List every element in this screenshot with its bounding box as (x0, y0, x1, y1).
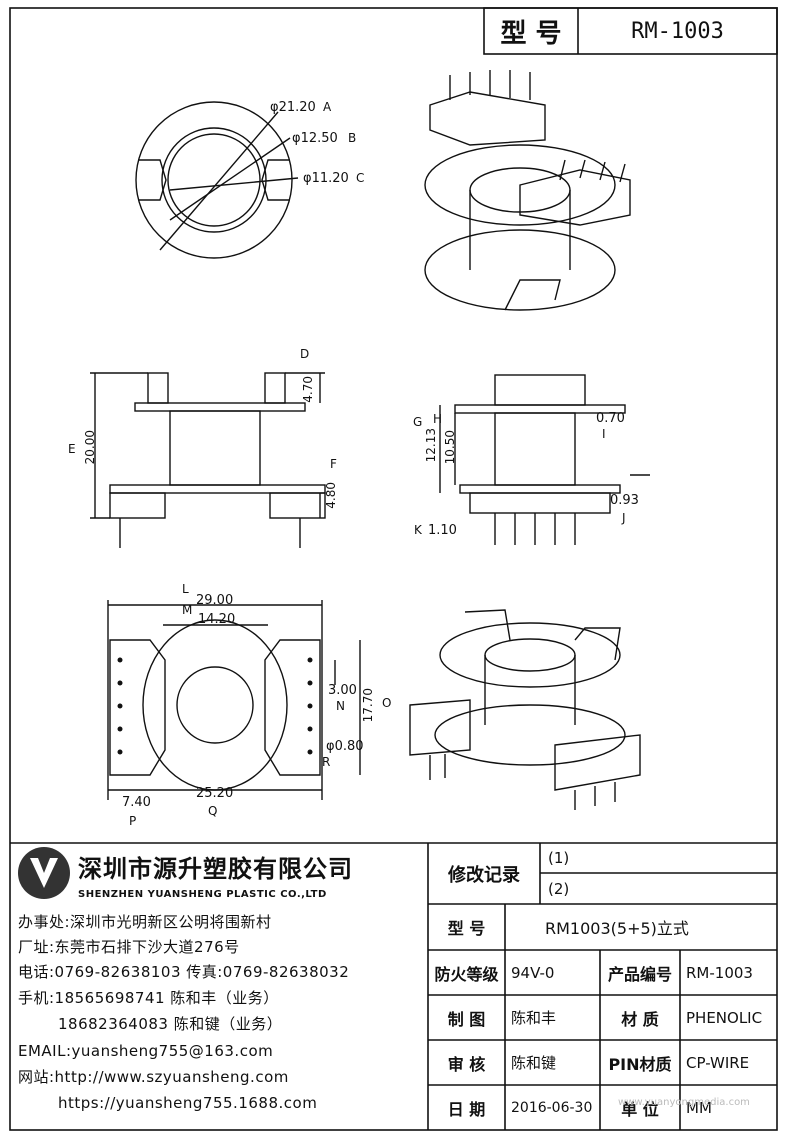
revision-row-2: (2) (548, 879, 570, 898)
revision-row-1: (1) (548, 849, 570, 867)
dim-r: φ0.80 (326, 739, 364, 754)
spec-material-value: PHENOLIC (686, 1008, 763, 1027)
dim-c: φ11.20 (303, 171, 349, 186)
spec-drawn-value: 陈和丰 (511, 1009, 557, 1027)
company-line-5: 18682364083 陈和键（业务） (58, 1015, 283, 1033)
marker-l: L (182, 582, 189, 596)
marker-q: Q (208, 804, 218, 818)
dim-m: 14.20 (198, 612, 236, 627)
marker-p: P (129, 814, 137, 828)
title-block-box (483, 7, 778, 55)
spec-date-value: 2016-06-30 (511, 1099, 593, 1116)
marker-e: E (68, 442, 76, 456)
marker-h: H (433, 412, 443, 426)
spec-pin-value: CP-WIRE (686, 1053, 750, 1072)
side-view-drawing (439, 374, 650, 545)
marker-m: M (182, 603, 193, 617)
spec-checked-value: 陈和键 (511, 1054, 557, 1072)
spec-fire-label: 防火等级 (434, 964, 499, 984)
marker-r: R (322, 755, 331, 769)
sheet-border (9, 7, 778, 1131)
dim-n: 3.00 (328, 683, 357, 698)
company-line-4: 手机:18565698741 陈和丰（业务） (18, 989, 279, 1007)
spec-product-no-label: 产品编号 (607, 964, 672, 984)
bottom-view-pin-dots (117, 657, 313, 755)
marker-d: D (300, 347, 310, 361)
marker-f: F (330, 457, 337, 471)
dim-k: 1.10 (428, 523, 457, 538)
bottom-view-drawing (107, 600, 361, 800)
top-view-drawing (135, 101, 299, 259)
spec-model-value: RM1003(5+5)立式 (545, 919, 689, 938)
front-view-drawing (90, 372, 326, 548)
company-name-cn: 深圳市源升塑胶有限公司 (78, 855, 353, 883)
marker-o: O (382, 696, 392, 710)
spec-unit-label: 单 位 (621, 1099, 659, 1119)
iso-view-bottom (409, 609, 641, 810)
company-line-7: 网站:http://www.szyuansheng.com (18, 1068, 289, 1086)
dim-f: 4.80 (324, 482, 338, 509)
dim-a: φ21.20 (270, 100, 316, 115)
marker-c: C (356, 171, 365, 185)
marker-i: I (602, 427, 606, 441)
dim-o: 17.70 (361, 688, 375, 723)
company-line-3: 电话:0769-82638103 传真:0769-82638032 (18, 963, 350, 981)
marker-k: K (414, 523, 422, 537)
dim-j: 0.93 (610, 493, 639, 508)
company-line-1: 办事处:深圳市光明新区公明将围新村 (18, 913, 272, 931)
spec-pin-label: PIN材质 (608, 1054, 672, 1074)
dim-p: 7.40 (122, 795, 151, 810)
company-line-2: 厂址:东莞市石排下沙大道276号 (18, 938, 240, 956)
spec-checked-label: 审 核 (447, 1054, 486, 1074)
company-logo (18, 847, 70, 899)
spec-unit-value: MM (686, 1098, 712, 1117)
spec-date-label: 日 期 (447, 1099, 486, 1119)
spec-drawn-label: 制 图 (447, 1009, 486, 1029)
dim-b: φ12.50 (292, 131, 338, 146)
title-model-value: RM-1003 (631, 18, 724, 44)
marker-a: A (323, 100, 332, 114)
spec-product-no-value: RM-1003 (686, 963, 753, 982)
spec-fire-value: 94V-0 (511, 963, 555, 982)
marker-b: B (348, 131, 357, 145)
company-name-en: SHENZHEN YUANSHENG PLASTIC CO.,LTD (78, 889, 327, 900)
dim-d: 4.70 (301, 376, 315, 403)
dim-e: 20.00 (83, 430, 97, 465)
marker-g: G (413, 415, 423, 429)
revision-label: 修改记录 (448, 864, 520, 886)
spec-model-label: 型 号 (447, 919, 486, 938)
dim-i: 0.70 (596, 411, 625, 426)
dim-l: 29.00 (196, 593, 234, 608)
marker-j: J (622, 511, 626, 525)
company-line-6: EMAIL:yuansheng755@163.com (18, 1042, 274, 1060)
marker-n: N (336, 699, 345, 713)
company-line-8: https://yuansheng755.1688.com (58, 1094, 318, 1112)
spec-material-label: 材 质 (621, 1009, 659, 1029)
dim-g: 12.13 (424, 428, 438, 463)
dim-q: 25.20 (196, 786, 234, 801)
title-model-label: 型 号 (500, 18, 562, 49)
watermark: www.yuanyongmedia.com (618, 1097, 750, 1108)
iso-view-top (424, 70, 631, 311)
dim-h: 10.50 (443, 430, 457, 465)
